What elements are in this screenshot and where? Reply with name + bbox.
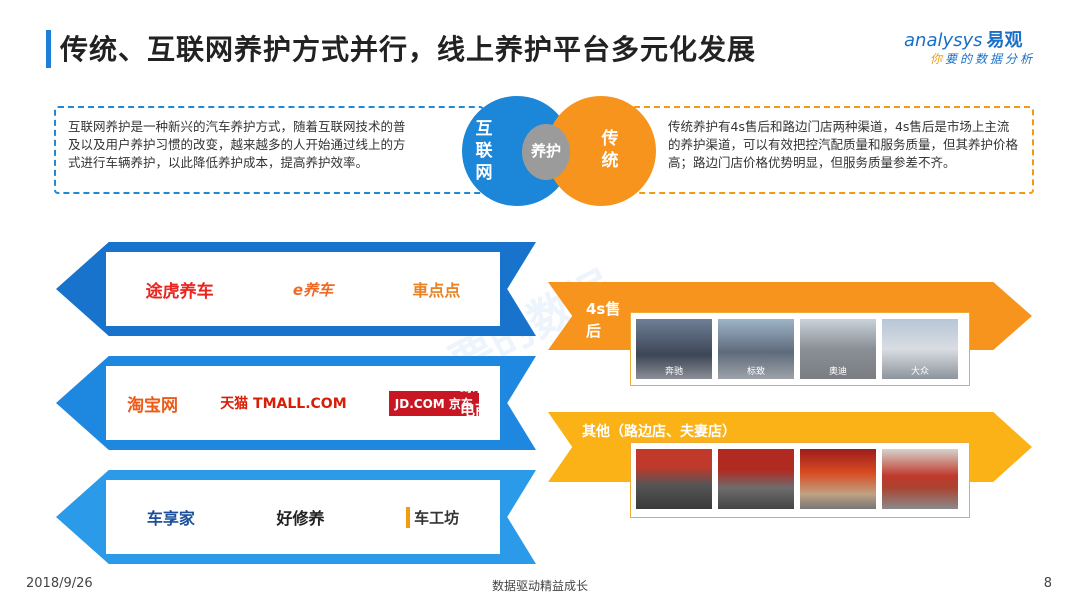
channel-arrow-vertical-ecommerce: 途虎养车 e养车 車点点 垂直电商 [56, 242, 536, 336]
chexiangjia-logo: 车享家 [146, 509, 195, 528]
venn-internet-label: 互联网 [475, 119, 493, 183]
channel-arrow-oem-built: 车享家 好修养 车工坊 车企自建 [56, 470, 536, 564]
logo-brand-cn: 易观 [986, 30, 1023, 51]
venn-overlap-label: 养护 [530, 142, 561, 160]
brand-panel: 淘宝网 天猫 TMALL.COM JD.COM 京东 [106, 366, 500, 440]
audi-dealer-photo: 奥迪 [800, 319, 876, 379]
benz-dealer-photo: 奔驰 [636, 319, 712, 379]
footer-date: 2018/9/26 [26, 576, 93, 591]
jd-logo: JD.COM 京东 [388, 390, 479, 416]
venn-overlap [522, 124, 570, 180]
page-number: 8 [1043, 576, 1052, 591]
traditional-description-box: 传统养护有4s售后和路边门店两种渠道，4s售后是市场上主流的养护渠道，可以有效把… [610, 106, 1034, 194]
tmall-logo: 天猫 TMALL.COM [220, 396, 347, 412]
channel-label: 垂直电商 [460, 263, 491, 305]
traditional-description-text: 传统养护有4s售后和路边门店两种渠道，4s售后是市场上主流的养护渠道，可以有效把… [668, 119, 1019, 170]
channel-label: 车企自建 [460, 491, 491, 533]
page-title: 传统、互联网养护方式并行，线上养护平台多元化发展 [60, 33, 757, 66]
roadside-shop-photo [882, 449, 958, 509]
roadside-photo-panel [630, 442, 970, 518]
roadside-shop-photo [636, 449, 712, 509]
venn-traditional-label: 传统 [601, 129, 619, 171]
logo-slogan: 你要的数据分析 [930, 52, 1036, 66]
tuhu-logo: 途虎养车 [145, 281, 214, 302]
channel-label-4s: 4s售后 [586, 300, 621, 340]
channel-arrow-general-ecommerce: 淘宝网 天猫 TMALL.COM JD.COM 京东 综合电商 [56, 356, 536, 450]
roadside-shop-photo [800, 449, 876, 509]
channel-label: 综合电商 [460, 377, 491, 419]
roadside-shop-photo [718, 449, 794, 509]
brand-panel: 车享家 好修养 车工坊 [106, 480, 500, 554]
channel-label-roadside: 其他（路边店、夫妻店） [582, 424, 736, 440]
taobao-logo: 淘宝网 [127, 395, 179, 416]
eyangche-logo: e养车 [292, 280, 334, 299]
brand-panel: 途虎养车 e养车 車点点 [106, 252, 500, 326]
4s-photo-panel: 奔驰 标致 奥迪 大众 [630, 312, 970, 386]
footer-slogan: 数据驱动精益成长 [491, 579, 588, 593]
vw-dealer-photo: 大众 [882, 319, 958, 379]
online-description-box: 互联网养护是一种新兴的汽车养护方式，随着互联网技术的普及以及用户养护习惯的改变，… [54, 106, 484, 194]
title-accent-bar [46, 30, 51, 68]
chegongfang-logo: 车工坊 [406, 506, 459, 528]
chediandian-logo: 車点点 [412, 281, 461, 300]
online-description-text: 互联网养护是一种新兴的汽车养护方式，随着互联网技术的普及以及用户养护习惯的改变，… [68, 119, 406, 170]
peugeot-dealer-photo: 标致 [718, 319, 794, 379]
haoxiuyang-logo: 好修养 [276, 509, 325, 528]
logo-brand-en: analysys [904, 30, 983, 51]
